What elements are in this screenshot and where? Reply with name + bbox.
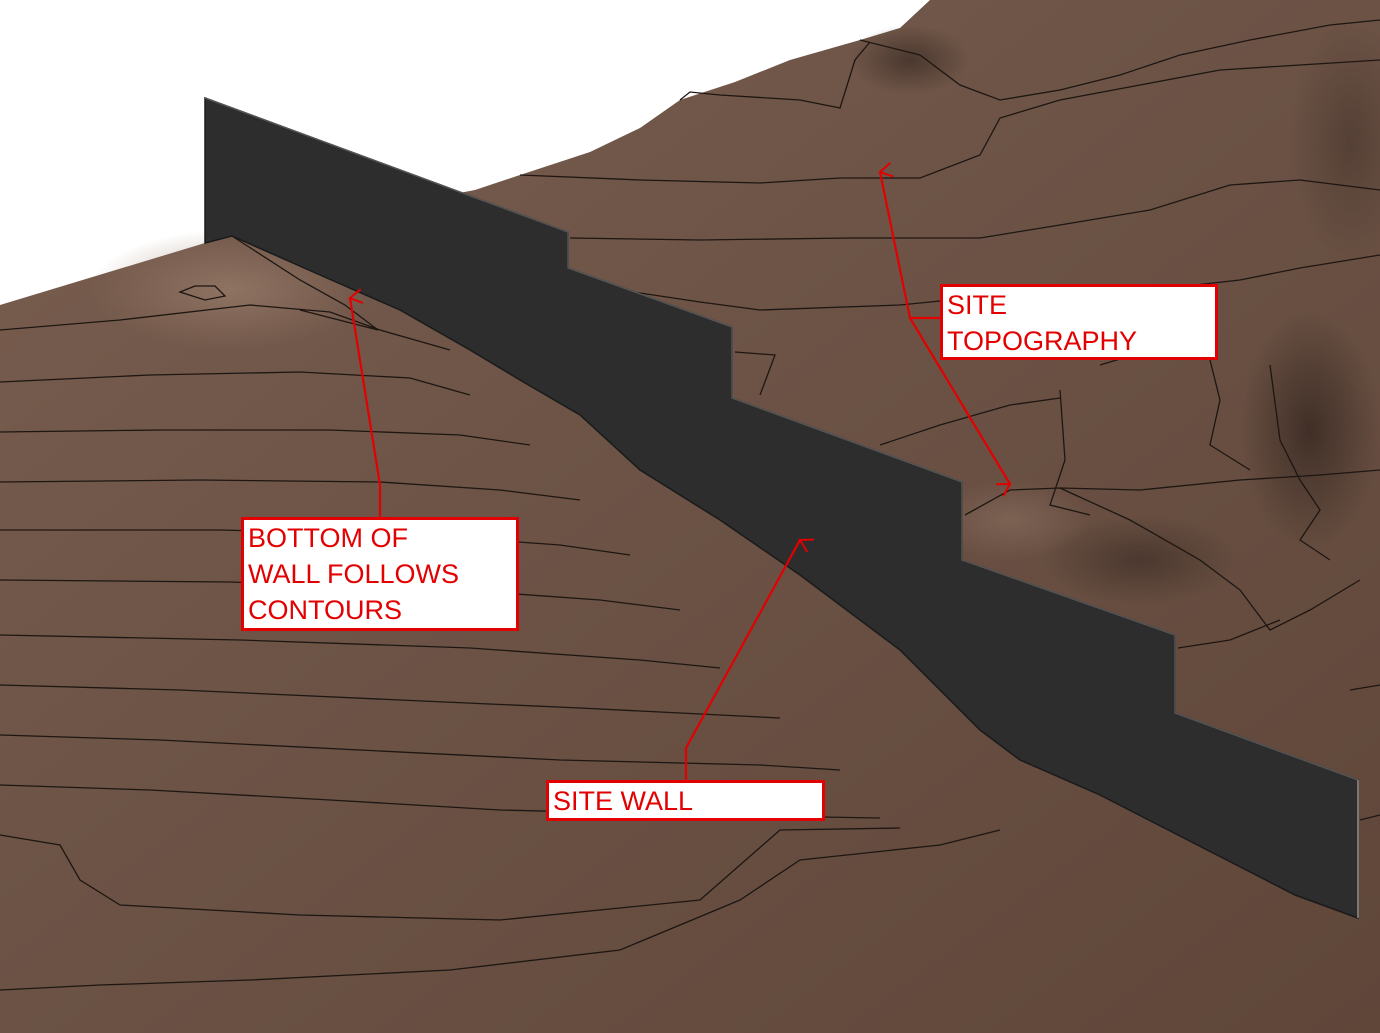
terrain-highlight xyxy=(930,480,1090,560)
site-wall[interactable] xyxy=(204,96,1359,920)
callout-text: SITE WALL xyxy=(553,786,694,816)
terrain-shadow xyxy=(1290,20,1380,260)
wall-top-edge xyxy=(204,97,1359,781)
callout-text: TOPOGRAPHY xyxy=(947,326,1138,356)
callout-wall-follows-contours[interactable]: BOTTOM OF WALL FOLLOWS CONTOURS xyxy=(241,517,519,631)
topography-leader-down xyxy=(909,317,1012,497)
callout-text: BOTTOM OF xyxy=(248,523,408,553)
callout-site-wall[interactable]: SITE WALL xyxy=(546,780,825,821)
terrain-shadow xyxy=(1040,515,1240,605)
callout-text: CONTOURS xyxy=(248,595,403,625)
site-wall-leader xyxy=(684,538,814,780)
annotation-leaders xyxy=(348,161,1012,780)
wall-bottom-leader xyxy=(348,288,382,518)
contour-lines xyxy=(0,235,1001,991)
terrain-shadow xyxy=(850,25,970,95)
callout-site-topography[interactable]: SITE TOPOGRAPHY xyxy=(940,284,1218,360)
callout-text: SITE xyxy=(947,290,1008,320)
terrain-shadow xyxy=(1240,310,1380,550)
callout-text: WALL FOLLOWS xyxy=(248,559,460,589)
